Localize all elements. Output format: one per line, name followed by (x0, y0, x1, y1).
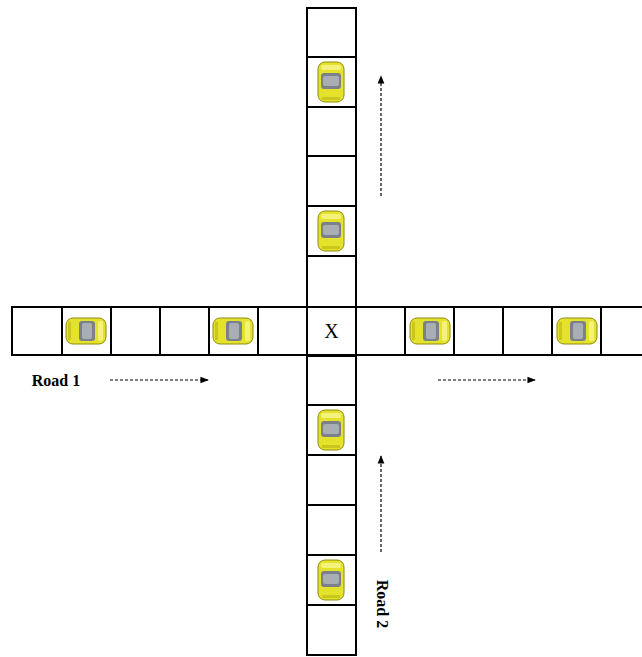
road-cell (503, 307, 552, 355)
direction-arrow (110, 379, 208, 380)
car (557, 318, 597, 344)
road-label: Road 2 (373, 579, 391, 629)
road-cell (454, 307, 503, 355)
direction-arrow (380, 76, 381, 196)
car (410, 318, 450, 344)
intersection-cell: X (306, 306, 357, 356)
road-cell (307, 505, 356, 555)
road-cell (307, 8, 356, 57)
car (318, 62, 344, 102)
road-cell (552, 307, 601, 355)
road-cell (111, 307, 160, 355)
road-cell (307, 605, 356, 655)
road-cell (307, 57, 356, 107)
car (66, 318, 106, 344)
road-cell (12, 307, 62, 355)
car (213, 318, 253, 344)
road-cell (307, 455, 356, 505)
road-cell (405, 307, 454, 355)
road-cell (209, 307, 258, 355)
road-label: Road 1 (31, 372, 81, 390)
car (318, 410, 344, 450)
road-cell (601, 307, 642, 355)
road-cell (307, 555, 356, 605)
road-cell (307, 256, 356, 307)
road-cell (307, 156, 356, 206)
car (318, 211, 344, 251)
road-cell (307, 107, 356, 156)
cars (66, 62, 597, 600)
road-cells (12, 8, 642, 655)
cell-label: X (324, 320, 338, 343)
direction-arrows (110, 76, 535, 552)
road-cell (307, 405, 356, 455)
direction-arrow (380, 456, 381, 552)
road-cell (160, 307, 209, 355)
road-cell (62, 307, 111, 355)
direction-arrow (438, 379, 535, 380)
car (318, 560, 344, 600)
road-cell (356, 307, 405, 355)
road-cell (258, 307, 307, 355)
road-cell (307, 356, 356, 405)
road-cell (307, 206, 356, 256)
